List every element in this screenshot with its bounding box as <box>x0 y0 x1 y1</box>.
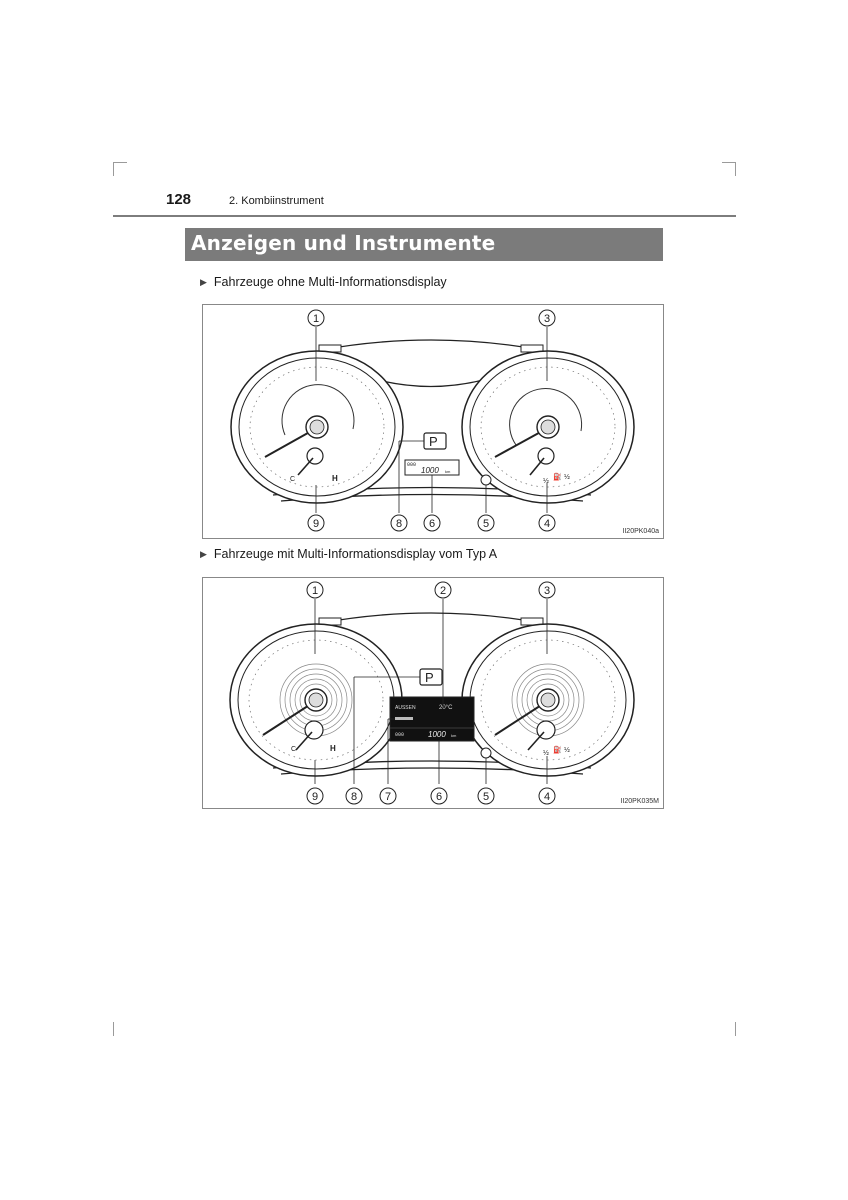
section-title-bar: Anzeigen und Instrumente <box>185 228 663 261</box>
trip-label: 000 <box>395 732 404 738</box>
callout-5: 5 <box>483 518 489 530</box>
callout-7: 7 <box>385 791 391 803</box>
tachometer-gauge <box>230 350 404 504</box>
fuel-pump-icon: ⛽ <box>553 472 562 481</box>
figure-1-cluster-diagram: C H ½ ⛽ ½ P 000 1000 km <box>202 304 664 539</box>
callout-1: 1 <box>312 585 318 597</box>
speedometer-gauge <box>461 350 635 504</box>
odometer-value: 1000 <box>421 466 439 475</box>
page-number: 128 <box>166 191 192 208</box>
fuel-half-label: ½ <box>543 749 549 757</box>
callout-9: 9 <box>312 791 318 803</box>
trip-reset-knob <box>480 747 492 759</box>
center-hood <box>377 379 484 388</box>
odometer-unit: km <box>445 469 451 474</box>
tachometer-gauge <box>229 623 403 777</box>
shift-indicator: P <box>429 434 438 449</box>
callout-6: 6 <box>436 791 442 803</box>
callout-3: 3 <box>544 313 550 325</box>
trip-reset-knob <box>480 474 492 486</box>
bullet-triangle-icon: ▶ <box>200 277 207 287</box>
fuel-full-label: ½ <box>564 746 570 754</box>
figure-2-cluster-diagram: C H ½ ⛽ ½ P AUSSEN 20°C 000 <box>202 577 664 809</box>
crop-mark-top-left-v <box>113 162 114 176</box>
header-rule <box>113 215 736 217</box>
callout-4: 4 <box>544 791 550 803</box>
chapter-title: 2. Kombiinstrument <box>229 195 324 207</box>
fuel-full-label: ½ <box>564 473 570 481</box>
callout-8: 8 <box>351 791 357 803</box>
callout-5: 5 <box>483 791 489 803</box>
temp-cold-label: C <box>291 746 296 753</box>
figure-2-code: II20PK035M <box>620 798 659 805</box>
mid-bar <box>395 717 413 720</box>
callout-9: 9 <box>313 518 319 530</box>
trip-label: 000 <box>407 462 416 468</box>
crop-mark-bottom-right <box>735 1022 736 1036</box>
crop-mark-top-right-v <box>735 162 736 176</box>
figure-1-code: II20PK040a <box>622 528 659 535</box>
temp-hot-label: H <box>330 744 336 753</box>
outside-temp: 20°C <box>439 705 453 711</box>
bullet-triangle-icon: ▶ <box>200 549 207 559</box>
section-title: Anzeigen und Instrumente <box>191 231 496 255</box>
temp-hot-label: H <box>332 474 338 483</box>
odometer-value: 1000 <box>428 730 446 739</box>
figure-2-svg: C H ½ ⛽ ½ P AUSSEN 20°C 000 <box>229 581 635 805</box>
figure-2-caption-text: Fahrzeuge mit Multi-Informationsdisplay … <box>213 547 498 561</box>
crop-mark-top-left-h <box>113 162 127 163</box>
callout-8: 8 <box>396 518 402 530</box>
figure-1-svg: C H ½ ⛽ ½ P 000 1000 km <box>230 309 635 532</box>
odometer-unit: km <box>451 733 457 738</box>
figure-1-caption: ▶ Fahrzeuge ohne Multi-Informationsdispla… <box>200 275 447 289</box>
outside-label: AUSSEN <box>395 705 416 711</box>
callout-6: 6 <box>429 518 435 530</box>
fuel-pump-icon: ⛽ <box>553 745 562 754</box>
temp-cold-label: C <box>290 476 295 483</box>
crop-mark-top-right-h <box>722 162 736 163</box>
callout-2: 2 <box>440 585 446 597</box>
shift-indicator: P <box>425 670 434 685</box>
crop-mark-bottom-left <box>113 1022 114 1036</box>
cluster-top-rim <box>320 339 542 351</box>
figure-2-caption: ▶ Fahrzeuge mit Multi-Informationsdisplay… <box>200 547 497 561</box>
cluster-top-rim <box>320 612 542 624</box>
callout-1: 1 <box>313 313 319 325</box>
fuel-half-label: ½ <box>543 477 549 485</box>
callout-3: 3 <box>544 585 550 597</box>
callout-4: 4 <box>544 518 550 530</box>
figure-1-caption-text: Fahrzeuge ohne Multi-Informationsdisplay <box>213 275 447 289</box>
